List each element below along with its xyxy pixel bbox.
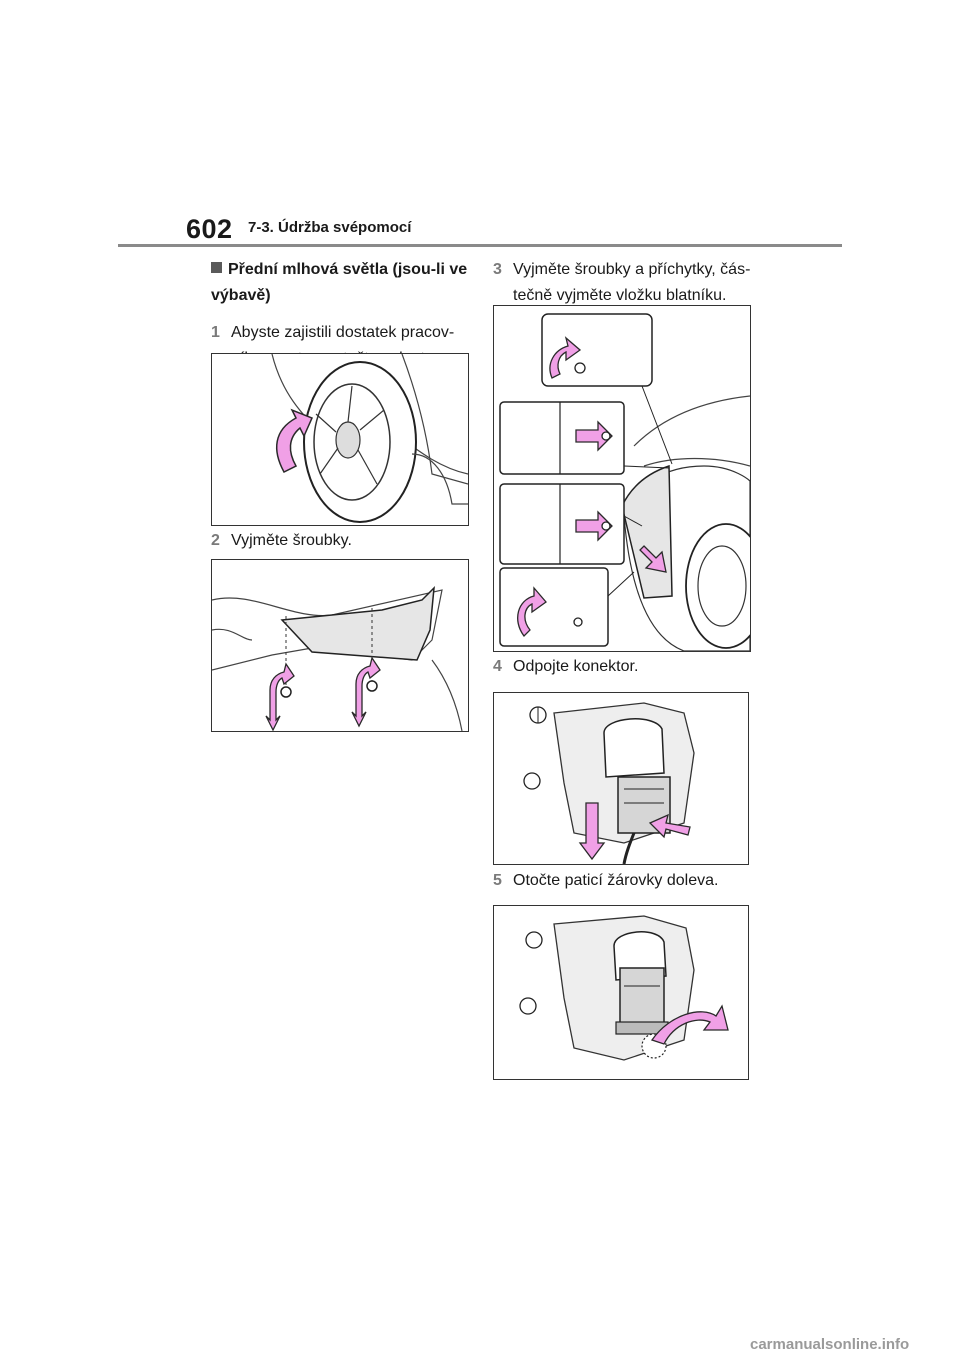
illustration-connector [523,702,695,864]
page-number: 602 [186,214,233,244]
pink-arrow-icon [575,510,613,542]
illustration-undercover [212,585,463,731]
illustration-fender-liner [499,313,750,651]
step-5: 5 Otočte paticí žárovky doleva. [493,868,755,894]
pink-arrow-icon [351,656,381,728]
header-rule [118,244,842,247]
step-text: Vyjměte šroubky a příchytky, čás-tečně v… [513,261,751,304]
illustration-wheel [271,354,468,523]
step-number: 2 [211,532,220,549]
step-4: 4 Odpojte konektor. [493,654,755,680]
step-3: 3 Vyjměte šroubky a příchytky, čás-tečně… [493,257,755,309]
figure-turn-steering-wheel [211,353,469,526]
pink-arrow-icon [265,662,295,731]
figure-remove-screws [211,559,469,732]
step-2: 2 Vyjměte šroubky. [211,528,473,554]
step-text: Otočte paticí žárovky doleva. [513,872,719,889]
step-number: 1 [211,324,220,341]
pink-arrow-icon [549,336,582,379]
section-title: 7-3. Údržba svépomocí [248,219,412,236]
figure-rotate-bulb-base [493,905,749,1080]
square-bullet-icon [211,262,222,273]
pink-arrow-icon [578,802,606,861]
figure-disconnect-connector [493,692,749,865]
pink-arrow-icon [517,586,547,637]
pink-arrow-icon [648,813,691,839]
step-number: 3 [493,261,502,278]
section-heading: Přední mlhová světla (jsou-li ve výbavě) [211,257,473,309]
step-text: Vyjměte šroubky. [231,532,352,549]
pink-arrow-icon [575,420,613,452]
pink-arrow-icon [650,1004,729,1045]
figure-remove-fender-liner [493,305,751,652]
illustration-bulb-base [519,915,729,1061]
pink-arrow-icon [639,545,667,573]
pink-arrow-icon [276,408,314,473]
watermark: carmanualsonline.info [750,1336,910,1353]
step-number: 5 [493,872,502,889]
step-text: Odpojte konektor. [513,658,639,675]
section-heading-text: Přední mlhová světla (jsou-li ve výbavě) [211,261,468,304]
step-number: 4 [493,658,502,675]
